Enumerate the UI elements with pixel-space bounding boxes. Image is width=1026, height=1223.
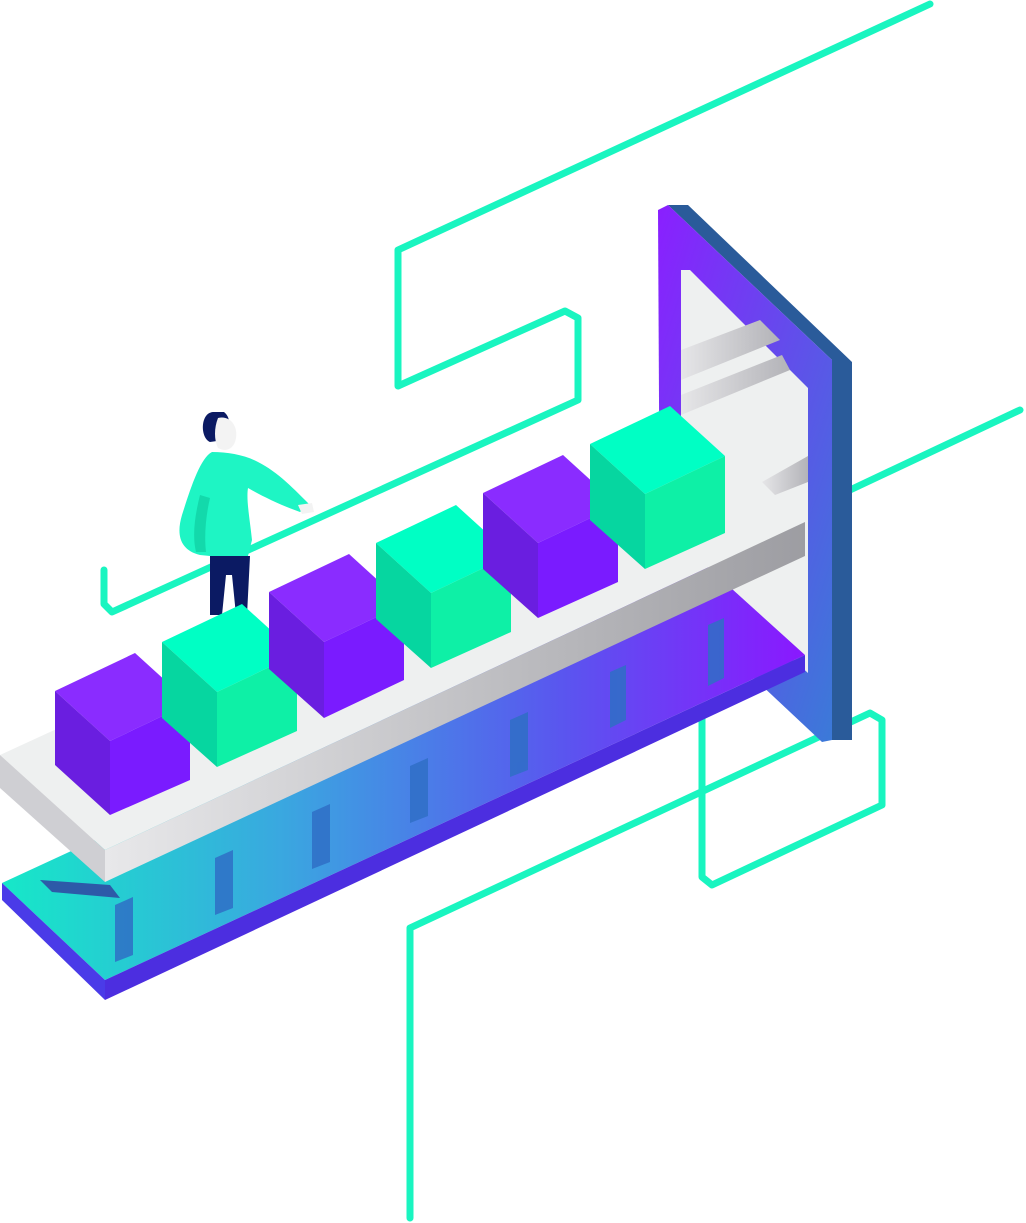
base-front	[105, 655, 805, 1000]
cube-5-purple	[483, 455, 618, 618]
cube-1-purple	[55, 653, 190, 815]
screen-stripe-1	[681, 320, 780, 380]
cube-3-purple	[269, 554, 404, 718]
worker-figure	[179, 412, 314, 615]
worker-head	[215, 417, 237, 450]
worker-shirt	[179, 452, 310, 556]
belt-left	[0, 755, 105, 882]
belt-front	[105, 522, 805, 882]
conveyor-base	[2, 560, 805, 1000]
screen-stripe-3	[762, 456, 808, 495]
support-bracket	[40, 880, 120, 898]
cube-4-green	[376, 505, 511, 668]
worker-pants	[210, 556, 250, 615]
cube-6-green	[590, 406, 725, 569]
base-left	[2, 883, 105, 1000]
accent-lines	[100, 0, 1024, 1222]
screen-stripe-2	[681, 355, 790, 415]
cube-row	[55, 406, 725, 815]
belt-supports	[115, 618, 724, 962]
circuit-line-top	[100, 0, 934, 616]
worker-hand	[298, 503, 314, 514]
worker-arm-shadow	[194, 495, 210, 552]
circuit-line-right	[846, 406, 1024, 494]
base-top	[2, 560, 805, 980]
circuit-line-bottom	[406, 709, 886, 1222]
cube-2-green	[162, 604, 297, 767]
frame-side	[668, 205, 852, 740]
